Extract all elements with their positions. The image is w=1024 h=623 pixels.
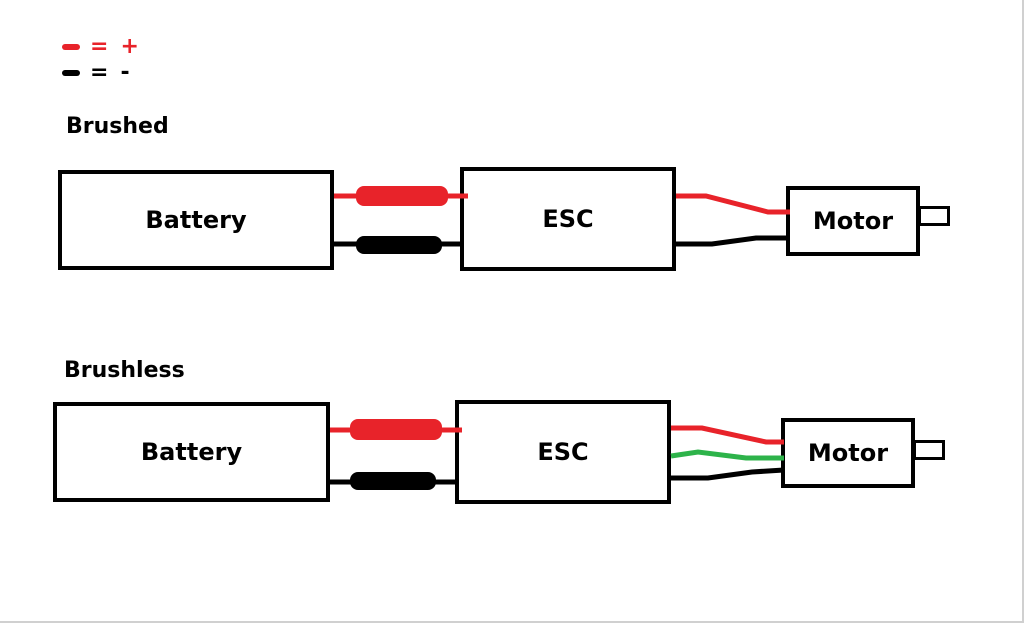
brushless-title: Brushless xyxy=(64,358,185,383)
brushless-motor-box: Motor xyxy=(781,418,915,488)
legend-minus-symbol: - xyxy=(120,60,130,85)
brushed-motor-shaft xyxy=(918,206,950,226)
legend-equals: = xyxy=(90,60,109,85)
brushed-title: Brushed xyxy=(66,114,169,139)
legend-negative: = - xyxy=(62,60,130,85)
brushed-motor-negative-wire xyxy=(676,235,790,247)
brushed-battery-box: Battery xyxy=(58,170,334,270)
brushed-negative-connector xyxy=(356,236,442,254)
brushed-motor-box: Motor xyxy=(786,186,920,256)
legend-equals: = xyxy=(90,34,109,59)
brushless-motor-shaft xyxy=(913,440,945,460)
legend-plus-symbol: + xyxy=(120,34,139,59)
brushless-phase-c-wire xyxy=(671,467,785,481)
brushless-negative-connector xyxy=(350,472,436,490)
legend-red-swatch xyxy=(62,43,80,50)
legend-positive: = + xyxy=(62,34,139,59)
brushless-battery-box: Battery xyxy=(53,402,330,502)
brushless-phase-b-wire xyxy=(670,449,784,461)
brushed-motor-positive-wire xyxy=(676,193,790,215)
brushless-esc-box: ESC xyxy=(455,400,671,504)
brushed-positive-connector xyxy=(356,186,448,206)
brushed-esc-box: ESC xyxy=(460,167,676,271)
brushless-phase-a-wire xyxy=(671,425,784,445)
brushless-positive-connector xyxy=(350,419,442,440)
legend-black-swatch xyxy=(62,69,80,76)
